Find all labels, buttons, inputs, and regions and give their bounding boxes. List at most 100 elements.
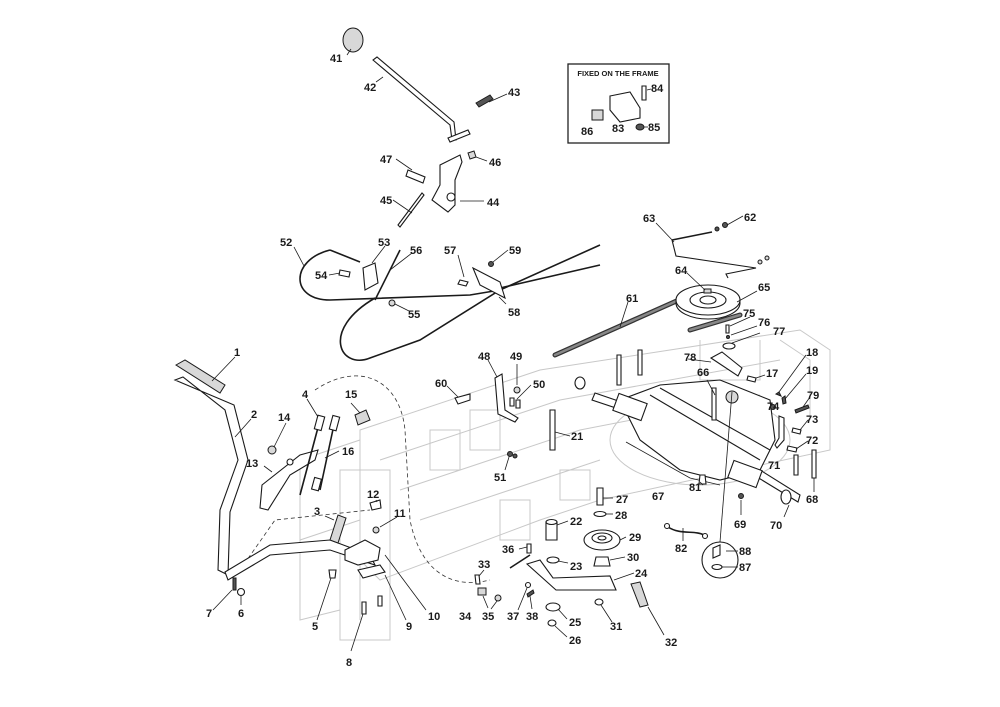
label-88: 88 [739, 546, 751, 558]
label-86: 86 [581, 126, 593, 138]
label-19: 19 [806, 365, 818, 377]
label-33: 33 [478, 559, 490, 571]
label-15: 15 [345, 389, 357, 401]
part-68-bolt [793, 454, 799, 476]
pedal-group: 1 2 3 4 15 14 16 13 12 11 10 9 8 5 6 7 [173, 347, 491, 669]
label-60: 60 [435, 378, 447, 390]
label-58: 58 [508, 307, 520, 319]
part-83-bracket [609, 91, 641, 123]
label-10: 10 [428, 611, 440, 623]
label-37: 37 [507, 611, 519, 623]
label-69: 69 [734, 519, 746, 531]
part-37-washer [524, 581, 532, 589]
label-1: 1 [234, 347, 240, 359]
label-72: 72 [806, 435, 818, 447]
label-52: 52 [280, 237, 292, 249]
part-78-plate [709, 351, 743, 377]
label-57: 57 [444, 245, 456, 257]
part-47-bolt [405, 169, 426, 184]
middle-bracket-group: 48 49 50 60 21 51 [435, 349, 643, 484]
part-10-clamp [344, 539, 381, 566]
label-9: 9 [406, 621, 412, 633]
label-53: 53 [378, 237, 390, 249]
label-7: 7 [206, 608, 212, 620]
part-15-cylinder [354, 409, 371, 426]
part-52-cable [299, 249, 501, 301]
label-78: 78 [684, 352, 696, 364]
part-4-cable [299, 419, 321, 496]
label-13: 13 [246, 458, 258, 470]
gear-lever-group: 41 42 43 44 45 46 47 [330, 27, 520, 228]
part-16-cable [319, 419, 336, 491]
idler-group: 22 23 24 25 26 27 28 29 30 31 32 33 34 3… [459, 487, 677, 649]
part-38-pin [526, 589, 535, 598]
belt-group: 61 63 62 64 65 [552, 212, 770, 358]
label-44: 44 [487, 197, 500, 209]
part-54-bolt [338, 269, 351, 278]
label-47: 47 [380, 154, 392, 166]
label-55: 55 [408, 309, 420, 321]
part-19-clip [781, 395, 787, 405]
part-67-transaxle [619, 379, 776, 481]
part-9-plate [357, 564, 386, 579]
part-63-rod [671, 239, 757, 279]
label-3: 3 [314, 506, 320, 518]
label-31: 31 [610, 621, 622, 633]
part-8-bolt [361, 601, 367, 615]
label-65: 65 [758, 282, 770, 294]
label-85: 85 [648, 122, 660, 134]
label-87: 87 [739, 562, 751, 574]
part-43-spring [475, 94, 494, 108]
part-6-nut [236, 587, 246, 597]
part-41-knob [342, 27, 364, 53]
label-4: 4 [302, 389, 309, 401]
part-35-nut [494, 594, 502, 602]
label-26: 26 [569, 635, 581, 647]
label-75: 75 [743, 308, 755, 320]
label-42: 42 [364, 82, 376, 94]
label-81: 81 [689, 482, 701, 494]
label-36: 36 [502, 544, 514, 556]
part-79-spring [794, 404, 810, 414]
part-33-bolt [474, 574, 481, 585]
part-2-pedal-arm [173, 376, 249, 576]
label-63: 63 [643, 213, 655, 225]
part-69-plug [738, 493, 744, 499]
part-30-bushing [593, 556, 611, 567]
label-45: 45 [380, 195, 392, 207]
part-85-nut [635, 123, 645, 131]
part-25-washer [545, 602, 561, 612]
label-30: 30 [627, 552, 639, 564]
label-82: 82 [675, 543, 687, 555]
part-11-nut [372, 526, 380, 534]
label-11: 11 [394, 508, 406, 520]
label-77: 77 [773, 326, 785, 338]
label-64: 64 [675, 265, 688, 277]
label-22: 22 [570, 516, 582, 528]
label-48: 48 [478, 351, 490, 363]
part-34-clip [477, 587, 487, 596]
label-14: 14 [278, 412, 291, 424]
label-66: 66 [697, 367, 709, 379]
label-34: 34 [459, 611, 472, 623]
part-51-nut [507, 451, 513, 457]
part-82-wire [667, 526, 705, 536]
part-32-spring [630, 581, 649, 608]
part-53-bracket [362, 262, 379, 291]
label-70: 70 [770, 520, 782, 532]
label-35: 35 [482, 611, 494, 623]
part-14-cap [267, 445, 277, 455]
label-38: 38 [526, 611, 538, 623]
label-27: 27 [616, 494, 628, 506]
part-7-pin [232, 577, 237, 591]
part-84-screw [641, 85, 647, 101]
label-21: 21 [571, 431, 583, 443]
label-83: 83 [612, 123, 624, 135]
part-12-bolt [369, 499, 382, 511]
part-17-bolt [746, 375, 757, 383]
label-29: 29 [629, 532, 641, 544]
part-1-pedal-pad [175, 359, 226, 394]
part-73-bolt [791, 427, 802, 435]
part-59-nut [488, 261, 494, 267]
label-17: 17 [766, 368, 778, 380]
